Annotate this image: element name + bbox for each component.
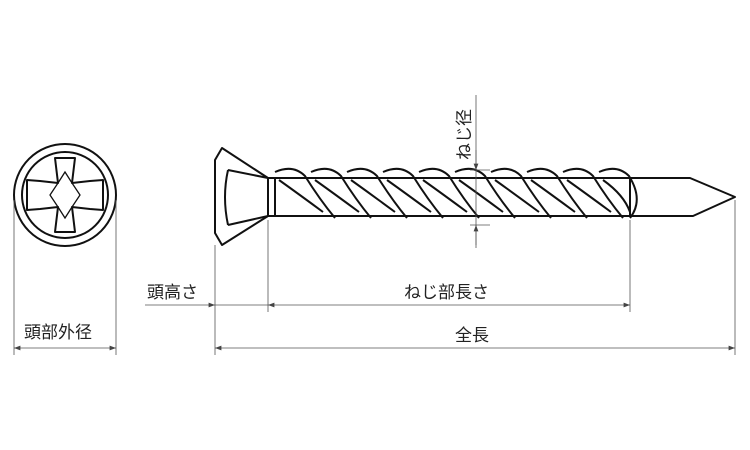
thread-crest (526, 167, 588, 219)
thread-crest (274, 167, 336, 219)
thread-diameter-label: ねじ径 (455, 109, 475, 160)
thread-length-label: ねじ部長さ (404, 283, 489, 303)
thread-crest (382, 167, 444, 219)
thread-crest (346, 167, 408, 219)
thread-crest (490, 167, 552, 219)
threaded-shank (274, 167, 638, 219)
thread-crest (418, 167, 480, 219)
thread-crest (454, 167, 516, 219)
thread-crest (310, 167, 372, 219)
head-diameter-label: 頭部外径 (24, 323, 92, 343)
screw-point (629, 177, 736, 217)
thread-crest (562, 167, 624, 219)
head-top-view (13, 143, 117, 247)
head-height-label: 頭高さ (147, 283, 198, 303)
thread-crest (598, 167, 638, 219)
dimension-lines (13, 150, 735, 351)
total-length-label: 全長 (455, 326, 489, 346)
head-side-view (214, 147, 276, 246)
extension-lines (13, 95, 736, 355)
